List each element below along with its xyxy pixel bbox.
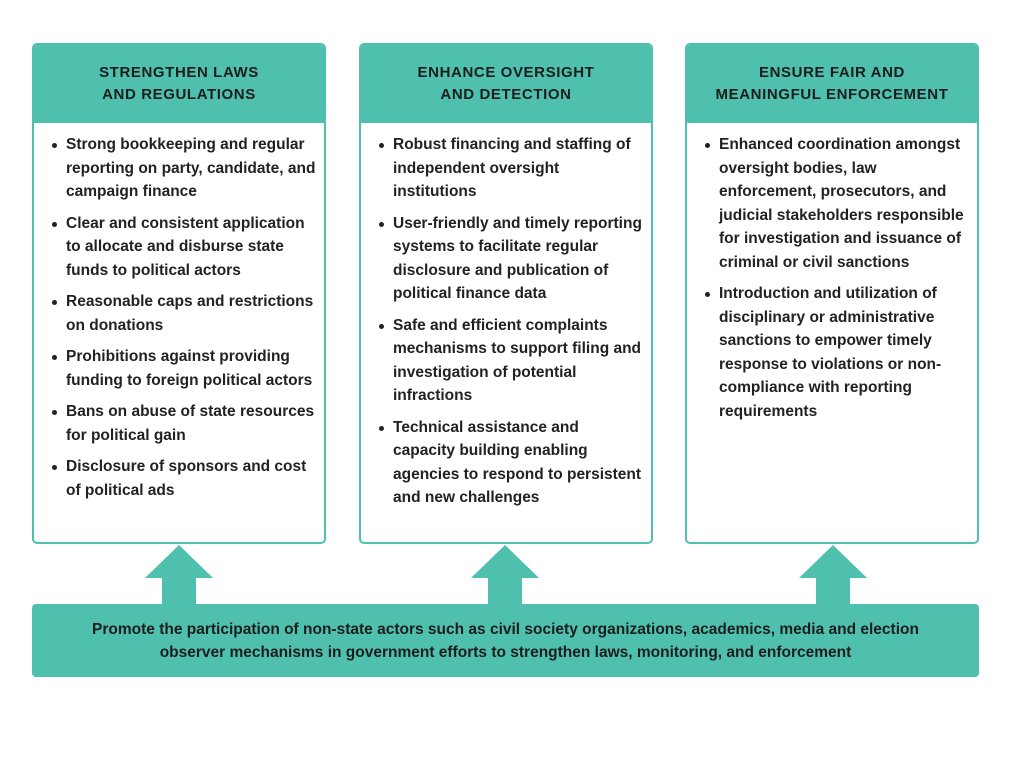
column-body: Robust financing and staffing of indepen… xyxy=(361,123,651,510)
banner-text-line: Promote the participation of non-state a… xyxy=(92,620,919,638)
banner-text-line: observer mechanisms in government effort… xyxy=(159,643,852,661)
list-item: Robust financing and staffing of indepen… xyxy=(379,133,643,204)
up-arrow-icon xyxy=(145,545,213,607)
column-ensure-enforcement: ENSURE FAIR AND MEANINGFUL ENFORCEMENT E… xyxy=(685,43,979,544)
list-item: User-friendly and timely reporting syste… xyxy=(379,212,643,306)
column-body: Strong bookkeeping and regular reporting… xyxy=(34,123,324,502)
bullet-list: Strong bookkeeping and regular reporting… xyxy=(48,133,316,502)
list-item: Disclosure of sponsors and cost of polit… xyxy=(52,455,316,502)
column-title-line: ENSURE FAIR AND xyxy=(759,64,905,81)
list-item: Reasonable caps and restrictions on dona… xyxy=(52,290,316,337)
column-title-line: MEANINGFUL ENFORCEMENT xyxy=(715,86,949,103)
list-item: Enhanced coordination amongst oversight … xyxy=(705,133,969,274)
column-header: ENHANCE OVERSIGHT AND DETECTION xyxy=(361,45,651,123)
column-body: Enhanced coordination amongst oversight … xyxy=(687,123,977,423)
column-title-line: AND DETECTION xyxy=(440,86,572,103)
column-title-line: AND REGULATIONS xyxy=(102,86,256,103)
list-item: Prohibitions against providing funding t… xyxy=(52,345,316,392)
list-item: Clear and consistent application to allo… xyxy=(52,212,316,283)
list-item: Technical assistance and capacity buildi… xyxy=(379,416,643,510)
up-arrow-icon xyxy=(799,545,867,607)
column-title-line: STRENGTHEN LAWS xyxy=(99,64,259,81)
bullet-list: Enhanced coordination amongst oversight … xyxy=(701,133,969,423)
column-title-line: ENHANCE OVERSIGHT xyxy=(417,64,595,81)
column-header: STRENGTHEN LAWS AND REGULATIONS xyxy=(34,45,324,123)
column-header: ENSURE FAIR AND MEANINGFUL ENFORCEMENT xyxy=(687,45,977,123)
bullet-list: Robust financing and staffing of indepen… xyxy=(375,133,643,510)
list-item: Safe and efficient complaints mechanisms… xyxy=(379,314,643,408)
list-item: Strong bookkeeping and regular reporting… xyxy=(52,133,316,204)
column-strengthen-laws: STRENGTHEN LAWS AND REGULATIONS Strong b… xyxy=(32,43,326,544)
foundation-banner: Promote the participation of non-state a… xyxy=(32,604,979,677)
column-enhance-oversight: ENHANCE OVERSIGHT AND DETECTION Robust f… xyxy=(359,43,653,544)
list-item: Introduction and utilization of discipli… xyxy=(705,282,969,423)
list-item: Bans on abuse of state resources for pol… xyxy=(52,400,316,447)
up-arrow-icon xyxy=(471,545,539,607)
